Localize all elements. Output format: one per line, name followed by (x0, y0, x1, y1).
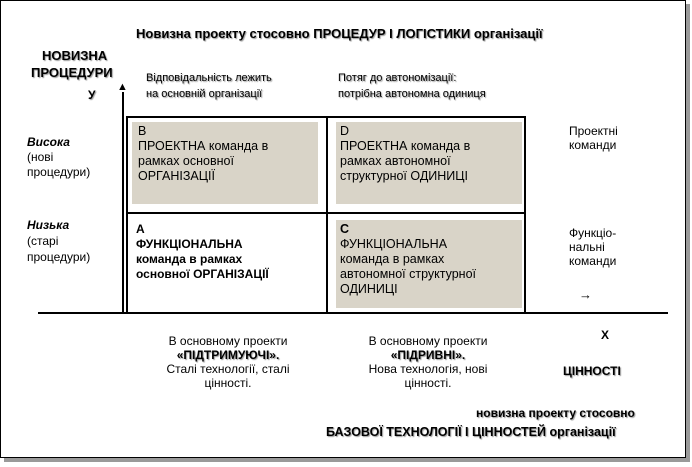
grid-right-line (524, 116, 526, 314)
right-label-project-line2: команди (569, 138, 617, 152)
bottom-right-line1: В основному проекти (368, 334, 488, 348)
cell-c-letter: С (340, 222, 350, 236)
row-high-label: Висока (27, 135, 70, 149)
cell-b-background (132, 122, 318, 204)
y-axis-line (122, 92, 124, 314)
top-left-heading-line2: на основній організації (146, 88, 263, 100)
right-label-func-line3: команди (569, 254, 617, 268)
row-low-label: Низька (27, 218, 70, 232)
cell-b-line2: рамках основної (138, 154, 234, 168)
row-low-line2: (старі (27, 234, 59, 248)
right-label-func-line1: Функціо- (569, 226, 617, 240)
x-axis-label: ЦІННОСТІ (563, 364, 621, 378)
top-right-heading-line2: потрібна автономна одиниця (338, 88, 486, 100)
cell-b-line1: ПРОЕКТНА команда в (138, 139, 269, 153)
row-low-line3: процедури) (27, 250, 91, 264)
bottom-title-line2: БАЗОВОЇ ТЕХНОЛОГІЇ І ЦІННОСТЕЙ організац… (326, 425, 616, 439)
cell-c-line1: ФУНКЦІОНАЛЬНА (340, 237, 448, 251)
bottom-right-line4: цінності. (404, 376, 452, 390)
bottom-left-line1: В основному проекти (168, 334, 288, 348)
cell-d-letter: D (340, 124, 350, 138)
top-left-heading-line1: Відповідальність лежить (146, 72, 272, 84)
cell-c-line3: автономної структурної (340, 267, 477, 281)
bottom-left-line3: Сталі технології, сталі (166, 362, 290, 376)
right-arrow-icon: → (579, 287, 592, 302)
cell-c-background (336, 220, 522, 308)
bottom-right-line3: Нова технологія, нові (368, 362, 488, 376)
cell-d-line1: ПРОЕКТНА команда в (340, 139, 471, 153)
cell-d-line3: структурної ОДИНИЦІ (340, 169, 469, 183)
cell-b-line3: ОРГАНІЗАЦІЇ (138, 169, 215, 183)
top-title: Новизна проекту стосовно ПРОЦЕДУР І ЛОГІ… (136, 26, 543, 41)
bottom-left-line4: цінності. (204, 376, 252, 390)
cell-a-letter: А (136, 222, 145, 236)
bottom-title-line1: новизна проекту стосовно (476, 406, 635, 420)
right-label-func-line2: нальні (569, 240, 605, 254)
bottom-right-line2: «ПІДРИВНІ». (390, 348, 466, 362)
top-right-heading-line1: Потяг до автономізації: (338, 72, 457, 84)
cell-a-line2: команда в рамках (136, 252, 243, 266)
y-axis-letter: У (88, 88, 96, 102)
cell-d-background (336, 122, 522, 204)
row-high-line3: процедури) (27, 165, 91, 179)
cell-a-line1: ФУНКЦІОНАЛЬНА (136, 237, 243, 251)
cell-b-letter: В (138, 124, 147, 138)
cell-d-line2: рамках автономної (340, 154, 451, 168)
x-axis-line (38, 312, 668, 314)
row-high-line2: (нові (27, 150, 54, 164)
y-axis-arrow-icon: ▲ (117, 81, 128, 93)
grid-vertical-divider (326, 116, 328, 314)
grid-left-line (126, 116, 128, 314)
y-axis-title-line2: ПРОЦЕДУРИ (31, 65, 113, 80)
x-axis-letter: Х (601, 328, 610, 342)
cell-a-line3: основної ОРГАНІЗАЦІЇ (136, 267, 269, 281)
right-label-project-line1: Проектні (569, 124, 618, 138)
y-axis-title-line1: НОВИЗНА (42, 48, 108, 63)
bottom-left-line2: «ПІДТРИМУЮЧІ». (176, 348, 280, 362)
cell-c-line4: ОДИНИЦІ (340, 282, 398, 296)
cell-c-line2: команда в рамках (340, 252, 445, 266)
